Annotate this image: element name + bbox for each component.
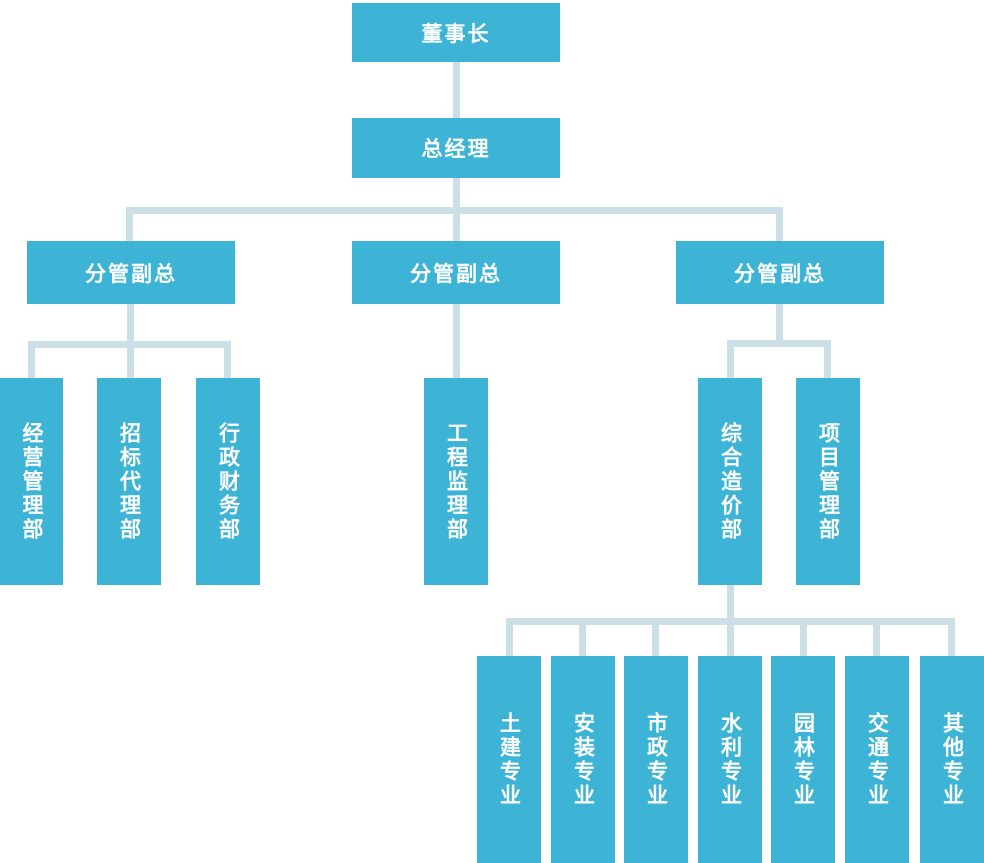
org-node-dept-cost: 综合造价部: [698, 378, 762, 585]
org-node-label: 安装专业: [571, 711, 595, 808]
connector-line: [776, 304, 783, 347]
org-node-spec-municipal: 市政专业: [624, 656, 688, 863]
org-node-label: 招标代理部: [117, 421, 141, 542]
org-node-deputy-3: 分管副总: [676, 241, 884, 304]
connector-line: [873, 618, 880, 656]
org-node-label: 分管副总: [85, 262, 177, 286]
org-node-label: 项目管理部: [816, 421, 840, 542]
connector-line: [506, 618, 955, 625]
connector-line: [579, 618, 586, 656]
org-node-dept-admin-finance: 行政财务部: [196, 378, 260, 585]
org-node-label: 土建专业: [497, 711, 521, 808]
org-node-spec-landscape: 园林专业: [771, 656, 835, 863]
org-node-label: 工程监理部: [444, 421, 468, 542]
org-node-label: 交通专业: [865, 711, 889, 808]
org-node-label: 分管副总: [410, 262, 502, 286]
org-node-general-manager: 总经理: [352, 118, 560, 178]
connector-line: [776, 207, 783, 241]
org-node-spec-civil: 土建专业: [477, 656, 541, 863]
org-node-label: 总经理: [421, 138, 491, 161]
org-node-dept-supervision: 工程监理部: [424, 378, 488, 585]
org-node-chairman: 董事长: [352, 3, 560, 62]
connector-line: [727, 340, 734, 378]
connector-line: [126, 207, 783, 214]
org-node-spec-transport: 交通专业: [845, 656, 909, 863]
org-node-label: 综合造价部: [718, 421, 742, 542]
org-node-dept-operations: 经营管理部: [0, 378, 63, 585]
org-node-label: 园林专业: [791, 711, 815, 808]
connector-line: [224, 341, 231, 378]
connector-line: [824, 340, 831, 378]
org-node-label: 行政财务部: [216, 421, 240, 542]
org-node-deputy-2: 分管副总: [352, 241, 560, 304]
connector-line: [453, 62, 460, 118]
connector-line: [28, 341, 231, 348]
org-node-spec-water: 水利专业: [698, 656, 762, 863]
connector-line: [28, 341, 35, 378]
connector-line: [948, 618, 955, 656]
connector-line: [800, 618, 807, 656]
connector-line: [453, 304, 460, 378]
connector-line: [126, 207, 133, 241]
org-node-label: 董事长: [421, 22, 491, 46]
org-node-dept-project: 项目管理部: [796, 378, 860, 585]
connector-line: [652, 618, 659, 656]
org-node-label: 水利专业: [718, 711, 742, 808]
org-node-label: 其他专业: [940, 711, 964, 808]
org-node-label: 市政专业: [644, 711, 668, 808]
connector-line: [506, 618, 513, 656]
org-node-dept-bidding: 招标代理部: [97, 378, 161, 585]
org-node-deputy-1: 分管副总: [27, 241, 235, 304]
org-node-spec-installation: 安装专业: [551, 656, 615, 863]
connector-line: [727, 340, 831, 347]
org-node-label: 经营管理部: [20, 421, 43, 542]
org-node-label: 分管副总: [734, 262, 826, 286]
org-node-spec-other: 其他专业: [920, 656, 984, 863]
